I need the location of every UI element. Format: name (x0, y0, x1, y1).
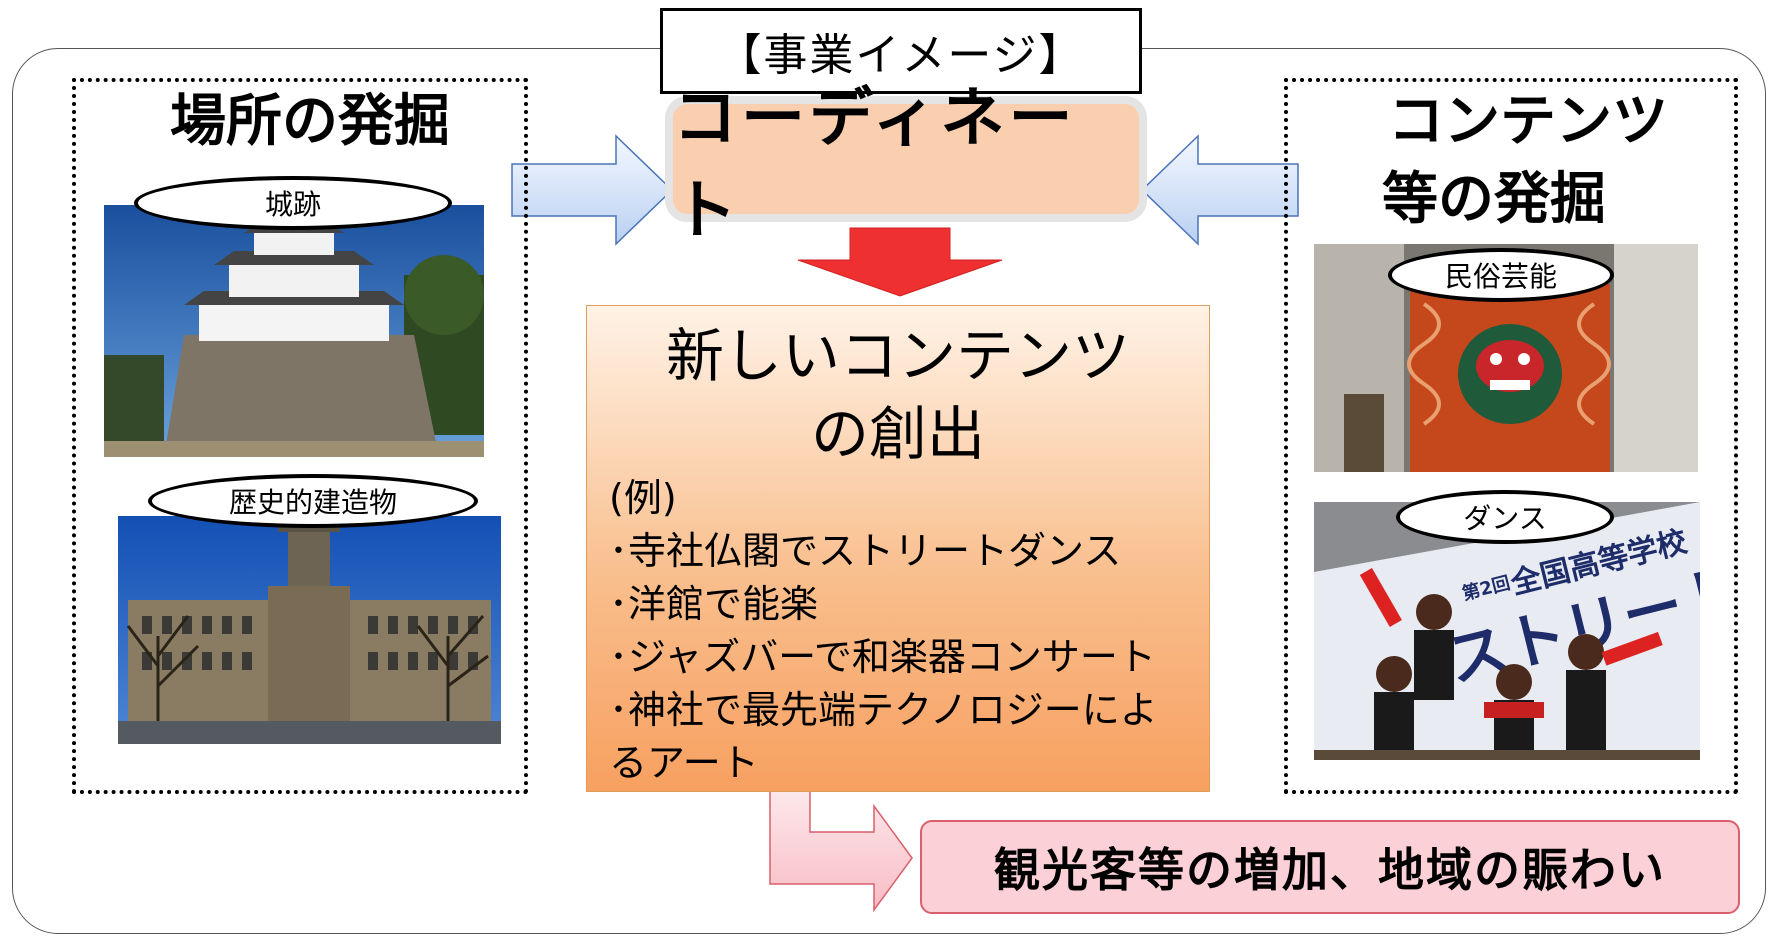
folk-performance-label: 民俗芸能 (1388, 248, 1614, 302)
castle-photo (104, 205, 484, 457)
location-discovery-panel (72, 78, 528, 794)
dance-label: ダンス (1396, 490, 1614, 544)
location-discovery-title: 場所の発掘 (170, 89, 450, 154)
result-box: 観光客等の増加、地域の賑わい (920, 820, 1740, 914)
arrow-bend-pink (769, 773, 913, 913)
content-discovery-title-2: 等の発掘 (1382, 167, 1606, 232)
arrow-left-blue (1140, 134, 1299, 246)
historic-building-label: 歴史的建造物 (148, 474, 478, 528)
example-item: ･神社で最先端テクノロジーによ (609, 688, 1158, 732)
content-discovery-title-1: コンテンツ (1388, 89, 1668, 154)
coordinate-box: コーディネート (673, 82, 1139, 248)
arrow-down-red (797, 227, 1003, 297)
new-content-box: 新しいコンテンツ の創出 (例) ･寺社仏閣でストリートダンス ･洋館で能楽 ･… (586, 305, 1210, 792)
arrow-right-blue (511, 134, 674, 246)
castle-ruins-label: 城跡 (134, 176, 452, 230)
example-item: るアート (609, 741, 759, 785)
dance-photo: 第2回 全国高等学校 ストリート (1314, 502, 1700, 760)
historic-building-photo (118, 516, 501, 744)
page-title: 【事業イメージ】 (660, 8, 1142, 94)
new-content-title-2: の創出 (810, 400, 985, 468)
examples-heading: (例) (609, 476, 677, 520)
content-discovery-panel (1284, 78, 1738, 794)
example-item: ･寺社仏閣でストリートダンス (609, 529, 1122, 573)
example-item: ･ジャズバーで和楽器コンサート (609, 635, 1156, 679)
example-item: ･洋館で能楽 (609, 582, 819, 626)
examples-list: (例) ･寺社仏閣でストリートダンス ･洋館で能楽 ･ジャズバーで和楽器コンサー… (609, 472, 1199, 790)
new-content-title-1: 新しいコンテンツ (665, 322, 1130, 390)
